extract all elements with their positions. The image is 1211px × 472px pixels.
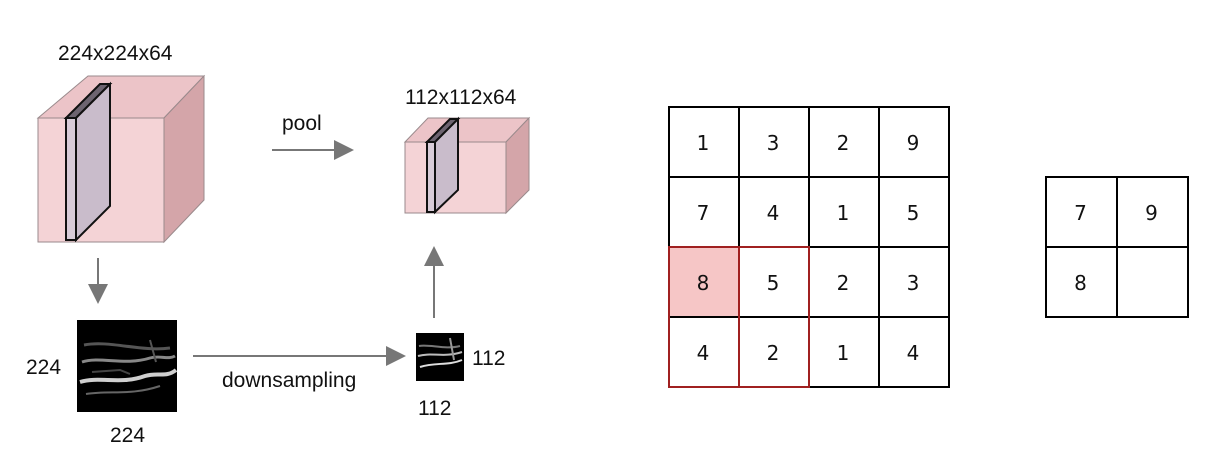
input-map-side-label: 224 bbox=[26, 356, 61, 379]
input-grid-value: 5 bbox=[907, 201, 920, 225]
input-grid-value: 2 bbox=[837, 271, 850, 295]
output-volume-cube bbox=[405, 118, 529, 213]
input-volume-label: 224x224x64 bbox=[58, 42, 173, 65]
input-grid-value: 8 bbox=[697, 271, 710, 295]
input-grid-value: 4 bbox=[767, 201, 780, 225]
input-grid-value: 2 bbox=[767, 341, 780, 365]
input-grid-value: 9 bbox=[907, 131, 920, 155]
output-grid-value: 7 bbox=[1074, 201, 1087, 225]
output-grid-value: 9 bbox=[1145, 201, 1158, 225]
input-grid-value: 7 bbox=[697, 201, 710, 225]
output-map-bottom-label: 112 bbox=[418, 397, 451, 420]
output-volume-label: 112x112x64 bbox=[405, 86, 517, 109]
input-grid: 1 3 2 9 7 4 1 5 8 5 2 3 4 2 1 4 bbox=[669, 107, 949, 387]
output-grid: 7 9 8 bbox=[1046, 177, 1188, 317]
output-grid-cell bbox=[1117, 247, 1188, 317]
input-grid-value: 1 bbox=[837, 341, 850, 365]
input-grid-value: 4 bbox=[697, 341, 710, 365]
input-grid-value: 3 bbox=[767, 131, 780, 155]
input-map-bottom-label: 224 bbox=[110, 424, 145, 447]
input-feature-map bbox=[77, 320, 177, 412]
input-grid-value: 3 bbox=[907, 271, 920, 295]
input-volume-cube bbox=[38, 76, 204, 242]
input-grid-value: 1 bbox=[837, 201, 850, 225]
downsampling-label: downsampling bbox=[222, 369, 356, 392]
input-grid-value: 4 bbox=[907, 341, 920, 365]
input-grid-value: 1 bbox=[697, 131, 710, 155]
pool-label: pool bbox=[282, 112, 322, 135]
output-grid-value: 8 bbox=[1074, 271, 1087, 295]
input-grid-value: 5 bbox=[767, 271, 780, 295]
input-grid-value: 2 bbox=[837, 131, 850, 155]
output-feature-map bbox=[416, 333, 464, 381]
output-map-side-label: 112 bbox=[472, 347, 505, 370]
